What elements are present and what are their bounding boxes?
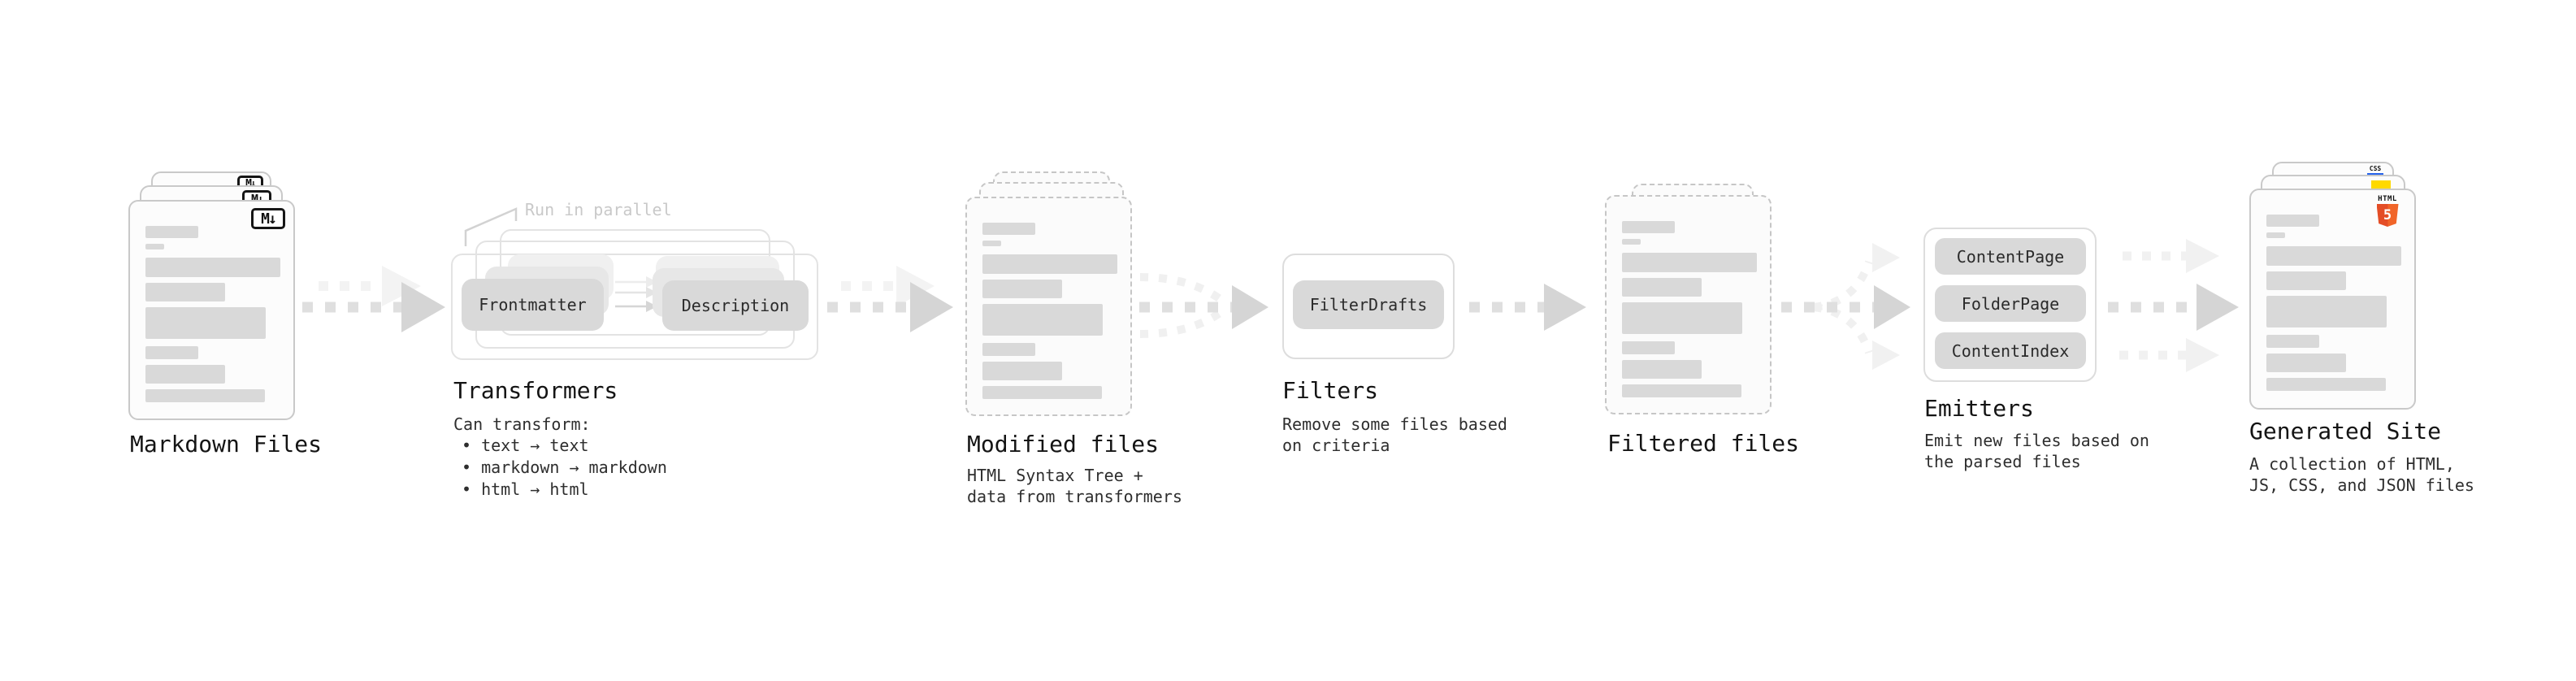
css-icon-underline: [2367, 173, 2383, 176]
text-line-placeholder: [2266, 232, 2285, 238]
arrow-head: [401, 282, 445, 332]
text-line-placeholder: [145, 307, 266, 339]
bullet-item: • html → html: [462, 479, 589, 499]
text-line-placeholder: [982, 223, 1035, 235]
text-line-placeholder: [1622, 253, 1757, 272]
text-line-placeholder: [145, 389, 265, 402]
description-line: Emit new files based on: [1924, 431, 2149, 450]
contentindex-pill: ContentIndex: [1935, 332, 2086, 369]
fan-out-head-bottom: [1872, 340, 1900, 370]
emitters-description: Emit new files based on the parsed files: [1924, 430, 2149, 472]
arrow-head: [1544, 284, 1586, 331]
css-icon-label: CSS: [2369, 165, 2382, 172]
text-line-placeholder: [1622, 278, 1702, 297]
fan-out-curve-bottom: [1813, 303, 1873, 354]
bullet-item: • markdown → markdown: [462, 458, 667, 477]
arrow-head-light: [2186, 338, 2219, 372]
description-line: JS, CSS, and JSON files: [2249, 475, 2474, 495]
stage-title-generated-site: Generated Site: [2249, 418, 2442, 445]
stage-title-modified-files: Modified files: [967, 431, 1160, 458]
description-line: HTML Syntax Tree +: [967, 466, 1143, 485]
stage-title-transformers: Transformers: [453, 377, 618, 404]
generated-site-description: A collection of HTML, JS, CSS, and JSON …: [2249, 453, 2474, 496]
arrow-head: [2197, 284, 2239, 331]
text-line-placeholder: [2266, 271, 2346, 290]
filtered-file-page-front: [1605, 195, 1772, 414]
description-line: the parsed files: [1924, 452, 2081, 471]
html5-icon-number: 5: [2383, 206, 2392, 223]
text-line-placeholder: [2266, 296, 2387, 327]
contentpage-pill: ContentPage: [1935, 238, 2086, 275]
text-line-placeholder: [1622, 384, 1741, 397]
description-line: Remove some files based: [1282, 414, 1507, 434]
arrow-head-light: [2186, 239, 2219, 273]
text-line-placeholder: [2266, 215, 2319, 227]
css-icon: CSS: [2366, 166, 2384, 176]
text-line-placeholder: [145, 226, 198, 238]
text-line-placeholder: [1622, 360, 1702, 379]
fan-in-curve-bottom: [1139, 310, 1221, 338]
arrow-head: [1874, 285, 1910, 329]
modified-files-description: HTML Syntax Tree + data from transformer…: [967, 465, 1182, 507]
text-line-placeholder: [982, 241, 1001, 246]
text-line-placeholder: [982, 362, 1062, 380]
text-line-placeholder: [982, 254, 1117, 274]
html5-icon: HTML 5: [2375, 195, 2400, 227]
fan-out-curve-top: [1813, 260, 1873, 311]
filterdrafts-pill: FilterDrafts: [1293, 280, 1444, 329]
fan-in-curve-top: [1139, 273, 1221, 302]
arrow-head: [1232, 285, 1268, 329]
text-line-placeholder: [2266, 354, 2346, 372]
stage-title-emitters: Emitters: [1924, 395, 2034, 422]
text-line-placeholder: [982, 304, 1103, 336]
fan-out-head-top: [1872, 243, 1900, 272]
description-line: on criteria: [1282, 436, 1390, 455]
pill-arrow-mid-head: [646, 287, 657, 298]
stage-title-markdown-files: Markdown Files: [130, 431, 323, 458]
text-line-placeholder: [145, 258, 280, 277]
description-pill: Description: [662, 280, 809, 331]
text-line-placeholder: [2266, 378, 2386, 391]
text-line-placeholder: [1622, 239, 1641, 245]
javascript-icon: [2371, 180, 2391, 191]
text-line-placeholder: [145, 365, 225, 384]
text-line-placeholder: [145, 283, 225, 301]
html5-icon-label: HTML: [2378, 195, 2397, 203]
frontmatter-pill: Frontmatter: [462, 279, 604, 331]
stage-title-filters: Filters: [1282, 377, 1379, 404]
pill-arrow-top-head: [646, 276, 657, 288]
description-line: data from transformers: [967, 487, 1182, 506]
run-in-parallel-callout: Run in parallel: [525, 200, 672, 219]
text-line-placeholder: [982, 280, 1062, 298]
text-line-placeholder: [2266, 246, 2401, 266]
text-line-placeholder: [145, 244, 164, 249]
folderpage-pill: FolderPage: [1935, 285, 2086, 322]
bullet-item: • text → text: [462, 436, 589, 455]
transformers-bullet-list: • text → text • markdown → markdown • ht…: [462, 435, 667, 501]
text-line-placeholder: [1622, 341, 1675, 354]
site-file-page-html: HTML 5: [2249, 189, 2416, 410]
text-line-placeholder: [982, 386, 1102, 399]
modified-file-page-front: [965, 197, 1132, 416]
filters-description: Remove some files based on criteria: [1282, 414, 1507, 456]
callout-leader-line: [464, 207, 518, 246]
text-line-placeholder: [1622, 302, 1742, 334]
html5-shield: 5: [2376, 204, 2399, 227]
pill-arrow-bottom-head: [646, 301, 657, 312]
description-line: A collection of HTML,: [2249, 454, 2455, 474]
text-line-placeholder: [145, 346, 198, 359]
stage-title-filtered-files: Filtered files: [1607, 430, 1800, 457]
text-line-placeholder: [982, 343, 1035, 356]
markdown-file-page-front: M↓: [128, 200, 295, 420]
markdown-icon: M↓: [251, 208, 285, 229]
text-line-placeholder: [1622, 221, 1675, 233]
transformers-subtitle: Can transform:: [453, 414, 591, 434]
text-line-placeholder: [2266, 335, 2319, 348]
transformer-layer-front: [451, 254, 818, 360]
arrow-head: [910, 282, 953, 332]
